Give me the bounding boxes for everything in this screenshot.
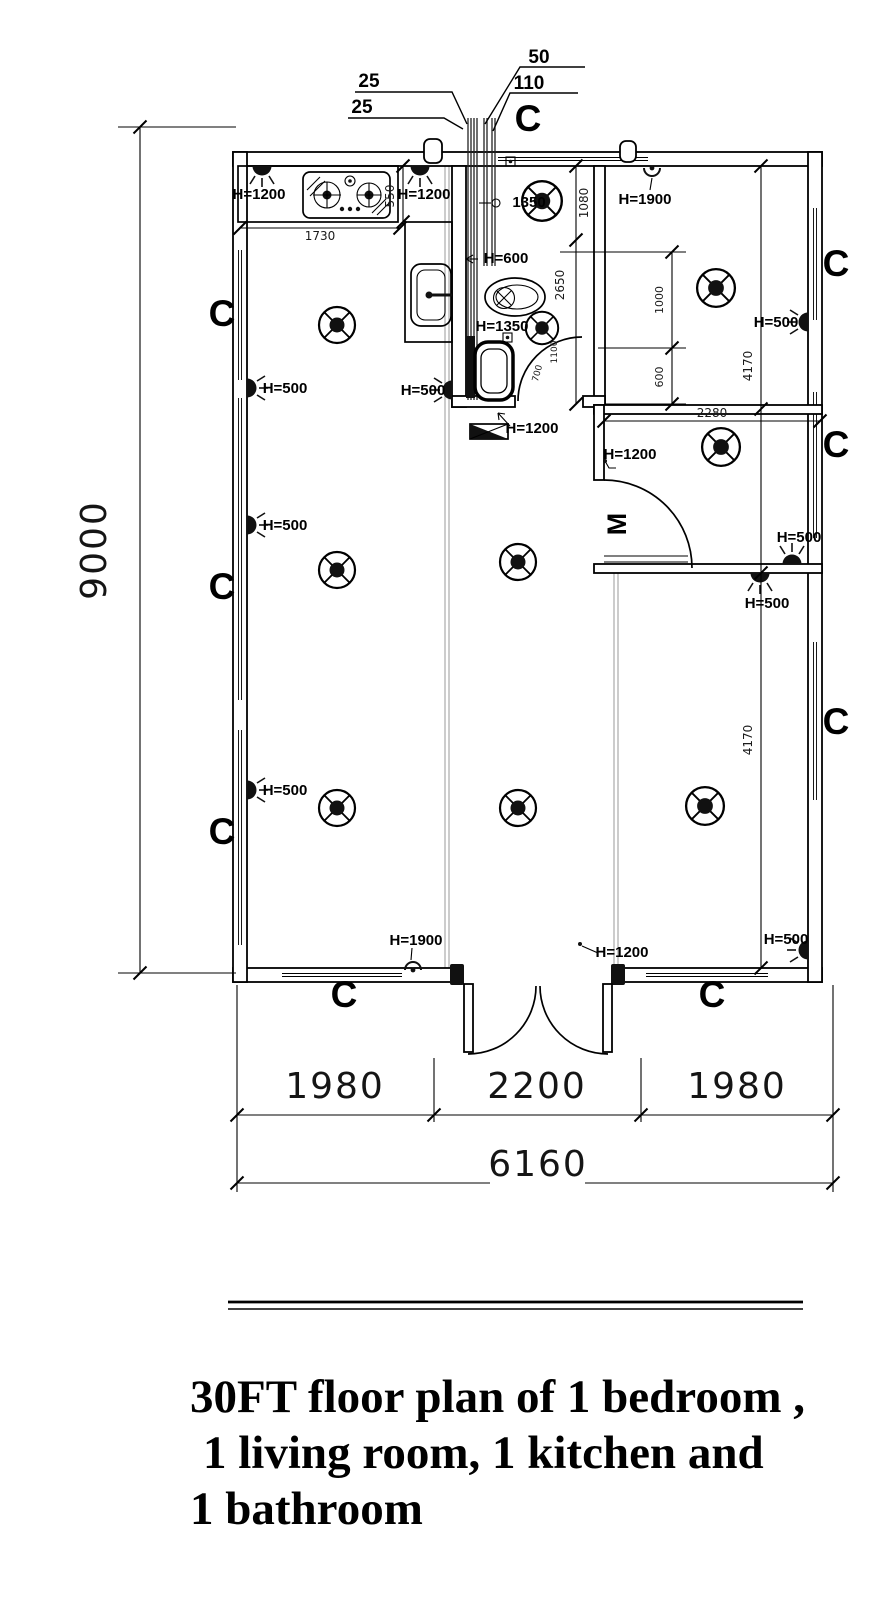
window-label-bottom-2: C bbox=[699, 974, 726, 1015]
dim-label-4170-a: 4170 bbox=[741, 351, 755, 382]
ceiling-lights bbox=[317, 179, 742, 828]
dim-label-700: 700 bbox=[531, 364, 545, 383]
junction-box bbox=[505, 156, 516, 167]
h600-leader bbox=[465, 254, 478, 264]
light-label-h1200-m-room: H=1200 bbox=[604, 446, 657, 463]
window-label-right-1: C bbox=[823, 243, 850, 284]
drawing-title: 30FT floor plan of 1 bedroom , 1 living … bbox=[190, 1371, 805, 1535]
bottom-dimensions bbox=[229, 985, 841, 1192]
light-label-h1350: H=1350 bbox=[476, 318, 529, 335]
dim-label-1080: 1080 bbox=[577, 188, 591, 219]
dim-label-2650: 2650 bbox=[553, 270, 567, 301]
dim-label-1980-right: 1980 bbox=[687, 1066, 787, 1107]
light-label-h1200-bottom: H=1200 bbox=[596, 944, 649, 961]
dim-label-1980-left: 1980 bbox=[285, 1066, 385, 1107]
light-label-h500-left-3: H=500 bbox=[263, 782, 308, 799]
pipe-label-25a: 25 bbox=[358, 71, 380, 92]
toilet bbox=[466, 336, 515, 402]
kitchen-sink bbox=[404, 221, 453, 343]
window-label-left-1: C bbox=[209, 293, 236, 334]
dim-label-600: 600 bbox=[653, 367, 666, 388]
dim-label-1730: 1730 bbox=[305, 229, 336, 243]
title-line-3: 1 bathroom bbox=[190, 1483, 423, 1535]
window-label-left-3: C bbox=[209, 811, 236, 852]
light-label-h1200-board: H=1200 bbox=[506, 420, 559, 437]
dim-label-6160: 6160 bbox=[488, 1144, 588, 1185]
entrance-door bbox=[450, 964, 625, 1055]
title-rule bbox=[228, 1300, 803, 1310]
pipe-leaders bbox=[348, 66, 585, 132]
light-label-h500-left-2: H=500 bbox=[263, 517, 308, 534]
light-label-h500-bottom-right: H=500 bbox=[764, 931, 809, 948]
window-label-right-2: C bbox=[823, 424, 850, 465]
window-label-right-3: C bbox=[823, 701, 850, 742]
title-line-1: 30FT floor plan of 1 bedroom , bbox=[190, 1371, 805, 1423]
interior-dimensions bbox=[232, 158, 828, 976]
bathroom-door bbox=[517, 336, 583, 402]
distribution-board bbox=[469, 412, 511, 440]
light-label-h1200-kitchen-right: H=1200 bbox=[398, 186, 451, 203]
light-label-h500-m-up: H=500 bbox=[777, 529, 822, 546]
dim-label-2200: 2200 bbox=[487, 1066, 587, 1107]
windows bbox=[238, 157, 817, 977]
light-label-h600: H=600 bbox=[484, 250, 529, 267]
pipe-label-110: 110 bbox=[514, 73, 545, 94]
dim-label-1000: 1000 bbox=[653, 286, 666, 314]
title-line-2: 1 living room, 1 kitchen and bbox=[203, 1427, 764, 1479]
dim-label-2280: 2280 bbox=[697, 406, 728, 420]
dim-9000 bbox=[118, 119, 236, 981]
stove bbox=[302, 171, 391, 219]
window-label-bottom-1: C bbox=[331, 974, 358, 1015]
window-label-top: C bbox=[515, 98, 542, 139]
light-label-h500-right-wall: H=500 bbox=[754, 314, 799, 331]
dim-label-9000: 9000 bbox=[74, 500, 115, 600]
light-label-h500-left-1: H=500 bbox=[263, 380, 308, 397]
kitchen-counter bbox=[237, 165, 399, 223]
window-label-left-2: C bbox=[209, 566, 236, 607]
dim-label-4170-b: 4170 bbox=[741, 725, 755, 756]
junction-box bbox=[502, 332, 513, 343]
door-label-m: M bbox=[602, 513, 632, 536]
pipe-label-50: 50 bbox=[528, 47, 549, 68]
light-label-h500-bath-wall: H=500 bbox=[401, 382, 446, 399]
exterior-walls bbox=[232, 151, 823, 983]
light-label-h500-m-down: H=500 bbox=[745, 595, 790, 612]
room-door-m bbox=[603, 459, 693, 569]
light-label-h1200-kitchen-left: H=1200 bbox=[233, 186, 286, 203]
wall-lights bbox=[246, 164, 809, 974]
dim-label-1100: 1100 bbox=[550, 340, 560, 363]
light-label-h1900-top: H=1900 bbox=[619, 191, 672, 208]
light-label-h1900-bottom: H=1900 bbox=[390, 932, 443, 949]
pipe-label-25b: 25 bbox=[351, 97, 373, 118]
light-label-1350: 1350 bbox=[512, 194, 545, 211]
dim-label-550: 550 bbox=[383, 185, 397, 208]
wash-basin bbox=[484, 277, 546, 317]
